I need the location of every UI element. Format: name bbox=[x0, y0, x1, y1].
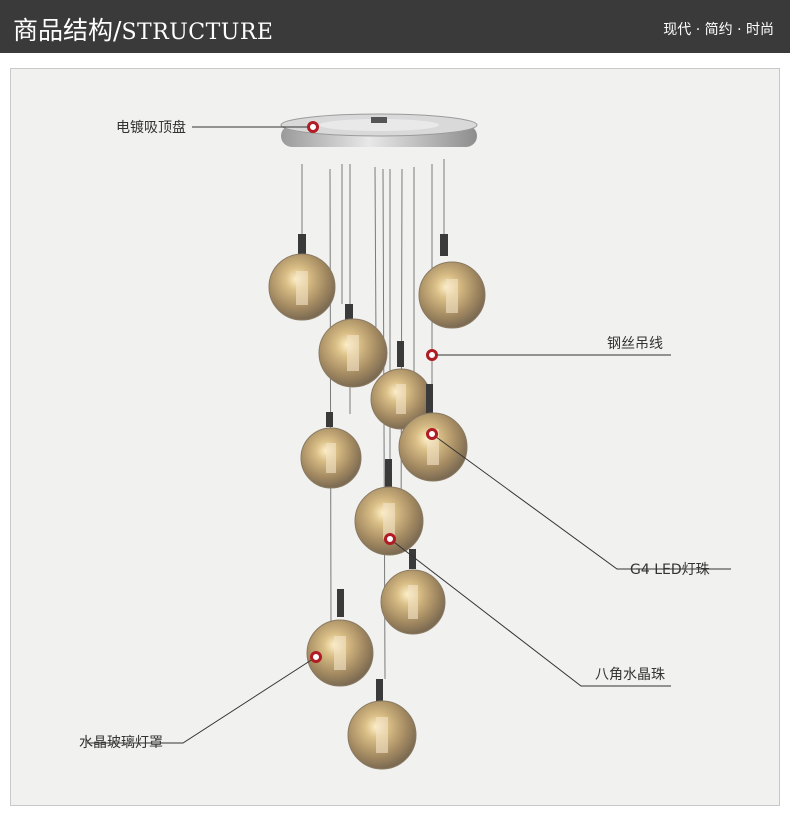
globe-2 bbox=[418, 234, 486, 329]
callout-lines bbox=[87, 126, 731, 744]
globe-3 bbox=[318, 304, 388, 388]
globe-7 bbox=[354, 459, 424, 556]
glass-globes bbox=[268, 234, 486, 770]
globe-10 bbox=[347, 679, 417, 770]
globe-4 bbox=[370, 341, 432, 430]
title-separator: / bbox=[113, 16, 122, 45]
label-shade: 水晶玻璃灯罩 bbox=[79, 735, 163, 751]
product-frame: 电镀吸顶盘 钢丝吊线 G4 LED灯珠 八角水晶珠 水晶玻璃灯罩 bbox=[10, 68, 780, 806]
section-title: 商品结构/STRUCTURE bbox=[13, 11, 273, 47]
marker-canopy bbox=[307, 121, 319, 133]
tagline: 现代 · 简约 · 时尚 bbox=[663, 22, 774, 38]
globe-6 bbox=[300, 412, 362, 489]
marker-wire bbox=[426, 349, 438, 361]
label-canopy: 电镀吸顶盘 bbox=[116, 120, 186, 136]
marker-crystal bbox=[384, 533, 396, 545]
label-crystal: 八角水晶珠 bbox=[595, 667, 665, 683]
header-bar: 商品结构/STRUCTURE 现代 · 简约 · 时尚 bbox=[0, 0, 790, 53]
title-cn: 商品结构 bbox=[13, 16, 114, 45]
marker-led bbox=[426, 428, 438, 440]
callout-markers bbox=[307, 121, 438, 663]
globe-9 bbox=[306, 589, 374, 687]
chandelier-illustration bbox=[87, 113, 731, 770]
label-led: G4 LED灯珠 bbox=[630, 562, 710, 578]
title-en: STRUCTURE bbox=[121, 20, 274, 45]
globe-8 bbox=[380, 549, 446, 635]
canopy-disc bbox=[280, 113, 478, 147]
globe-1 bbox=[268, 234, 336, 321]
label-wire: 钢丝吊线 bbox=[607, 336, 663, 352]
marker-shade bbox=[310, 651, 322, 663]
